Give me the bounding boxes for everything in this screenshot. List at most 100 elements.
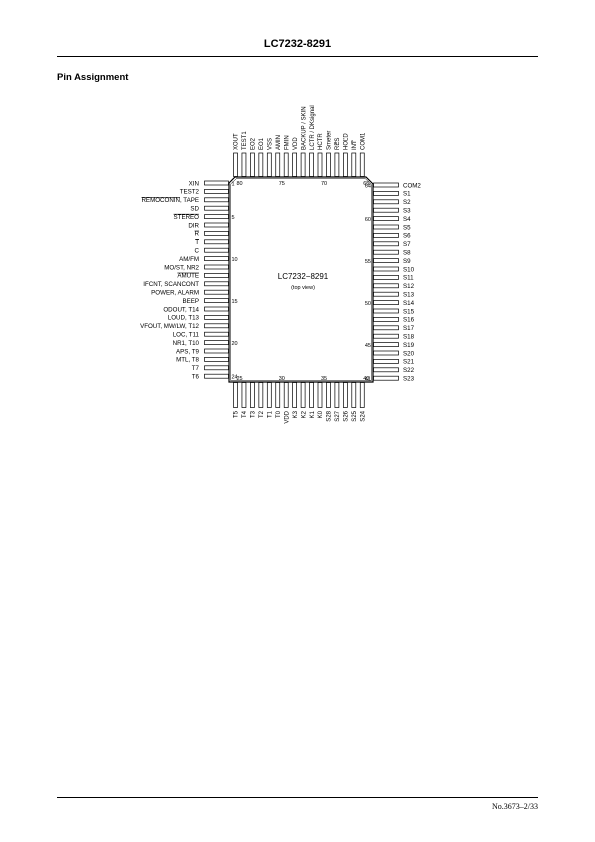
pin-right-s17: S17 [373,325,415,332]
pin-label: S7 [403,241,411,248]
pin-right-s4: S4 [373,216,411,223]
pin-label: S23 [403,376,415,383]
pin-number: 55 [365,259,371,265]
pin-right-s23: S23 [373,376,415,383]
pin-label: ODOUT, T14 [163,306,199,313]
pin-left-t7: T7 [192,365,229,372]
pin-label: TEST2 [180,189,200,196]
pin-lead [300,382,306,408]
pin-left-dir: DIR [188,222,229,229]
pin-lead [351,382,357,408]
pin-lead [317,382,323,408]
pin-right-s5: S5 [373,224,411,231]
pin-label: COM2 [403,182,421,189]
pin-lead [309,382,314,408]
pin-bottom-s24: S24 [359,382,366,422]
pin-label: S12 [403,283,415,290]
pin-label: S14 [403,300,415,307]
pin-top-vdd: VDD [292,137,299,177]
pin-lead [275,152,281,177]
pin-left-loud-t13: LOUD, T13 [168,315,229,322]
pin-lead [241,152,247,177]
pin-left-mo-st-nr2: MO/ST, NR2 [164,264,229,271]
pin-label: AMUTE [177,273,199,280]
pin-right-s14: S14 [373,300,415,307]
pin-top-test1: TEST1 [241,131,248,177]
pin-lead [204,256,229,261]
pin-lead [204,239,229,245]
pin-left-remoconin-tape: REMOCONIN, TAPE [141,197,229,204]
pin-label: COM1 [360,132,366,150]
pin-number: 30 [279,376,285,382]
pin-right-s18: S18 [373,333,415,341]
pin-lead [204,189,229,194]
pin-label: S28 [327,410,333,421]
pin-label: AMIN [276,135,282,150]
pin-label: RES [335,138,341,150]
pin-label: INT [352,140,358,150]
pin-label: AM/FM [179,256,199,263]
pin-lead [233,152,238,177]
pin-label: T3 [251,410,257,418]
pin-lead [204,306,229,312]
pin-bottom-k0: K0 [317,382,324,418]
pin-top-lctr-dksignal: LCTR / DKsignal [309,105,316,177]
chip-view-label: (top view) [291,285,315,291]
pin-lead [292,382,297,408]
pin-lead [373,333,399,339]
pin-label: S18 [403,334,415,341]
pin-label: FMIN [284,135,290,150]
pin-bottom-t5: T5 [233,382,240,418]
pin-right-s7: S7 [373,241,411,248]
pin-lead [204,323,229,329]
pin-label: S25 [352,410,358,421]
pin-left-xin: XIN [189,180,229,187]
footer-doc-number: No.3673–2/33 [492,802,538,811]
pin-top-amin: AMIN [275,135,282,177]
pin-lead [204,365,229,371]
pin-lead [373,283,399,289]
pin-lead [373,317,399,322]
pin-label: S22 [403,367,415,374]
pin-bottom-t0: T0 [275,382,282,418]
pin-top-backup-skin: BACKUP / SKIN [300,106,307,177]
pin-lead [334,152,340,177]
pin-number: 41 [365,377,371,383]
pin-right-s1: S1 [373,191,411,198]
pin-label: S2 [403,199,411,206]
pin-right-s2: S2 [373,199,411,206]
pin-lead [373,258,399,263]
pin-lead [351,152,357,177]
pin-number: 70 [321,181,327,187]
pin-lead [359,382,365,408]
pin-label: HOLD [344,133,350,150]
pin-lead [373,224,399,230]
pin-lead [266,152,272,177]
pin-label: K3 [293,410,299,418]
pin-lead [204,281,229,287]
pin-top-eo1: EO1 [258,137,265,177]
pin-lead [373,199,399,205]
pin-lead [204,348,229,354]
pin-left-odout-t14: ODOUT, T14 [163,306,229,313]
pin-right-s12: S12 [373,283,415,290]
pin-left-aps-t9: APS, T9 [176,348,229,355]
pin-left-beep: BEEP [182,298,229,305]
pin-label: LCTR / DKsignal [310,105,316,150]
pin-left-test2: TEST2 [180,189,229,196]
pin-left-nr1-t10: NR1, T10 [173,340,229,347]
pin-top-hctr: HCTR [317,133,324,177]
pin-left-am-fm: AM/FM [179,256,229,263]
pin-label: S3 [403,208,411,215]
pin-bottom-t3: T3 [250,382,257,418]
pin-label: S27 [335,410,341,421]
pin-bottom-s28: S28 [326,382,333,422]
pin-label: NR1, T10 [173,340,200,347]
pin-label: EO1 [259,137,265,150]
pin-label: T4 [242,410,248,418]
pin-bottom-t4: T4 [241,382,248,418]
right-pins: COM2S1S2S3S4S5S6S7S8S9S10S11S12S13S14S15… [365,182,422,382]
pin-right-s15: S15 [373,308,415,315]
pin-label: S24 [360,410,366,421]
